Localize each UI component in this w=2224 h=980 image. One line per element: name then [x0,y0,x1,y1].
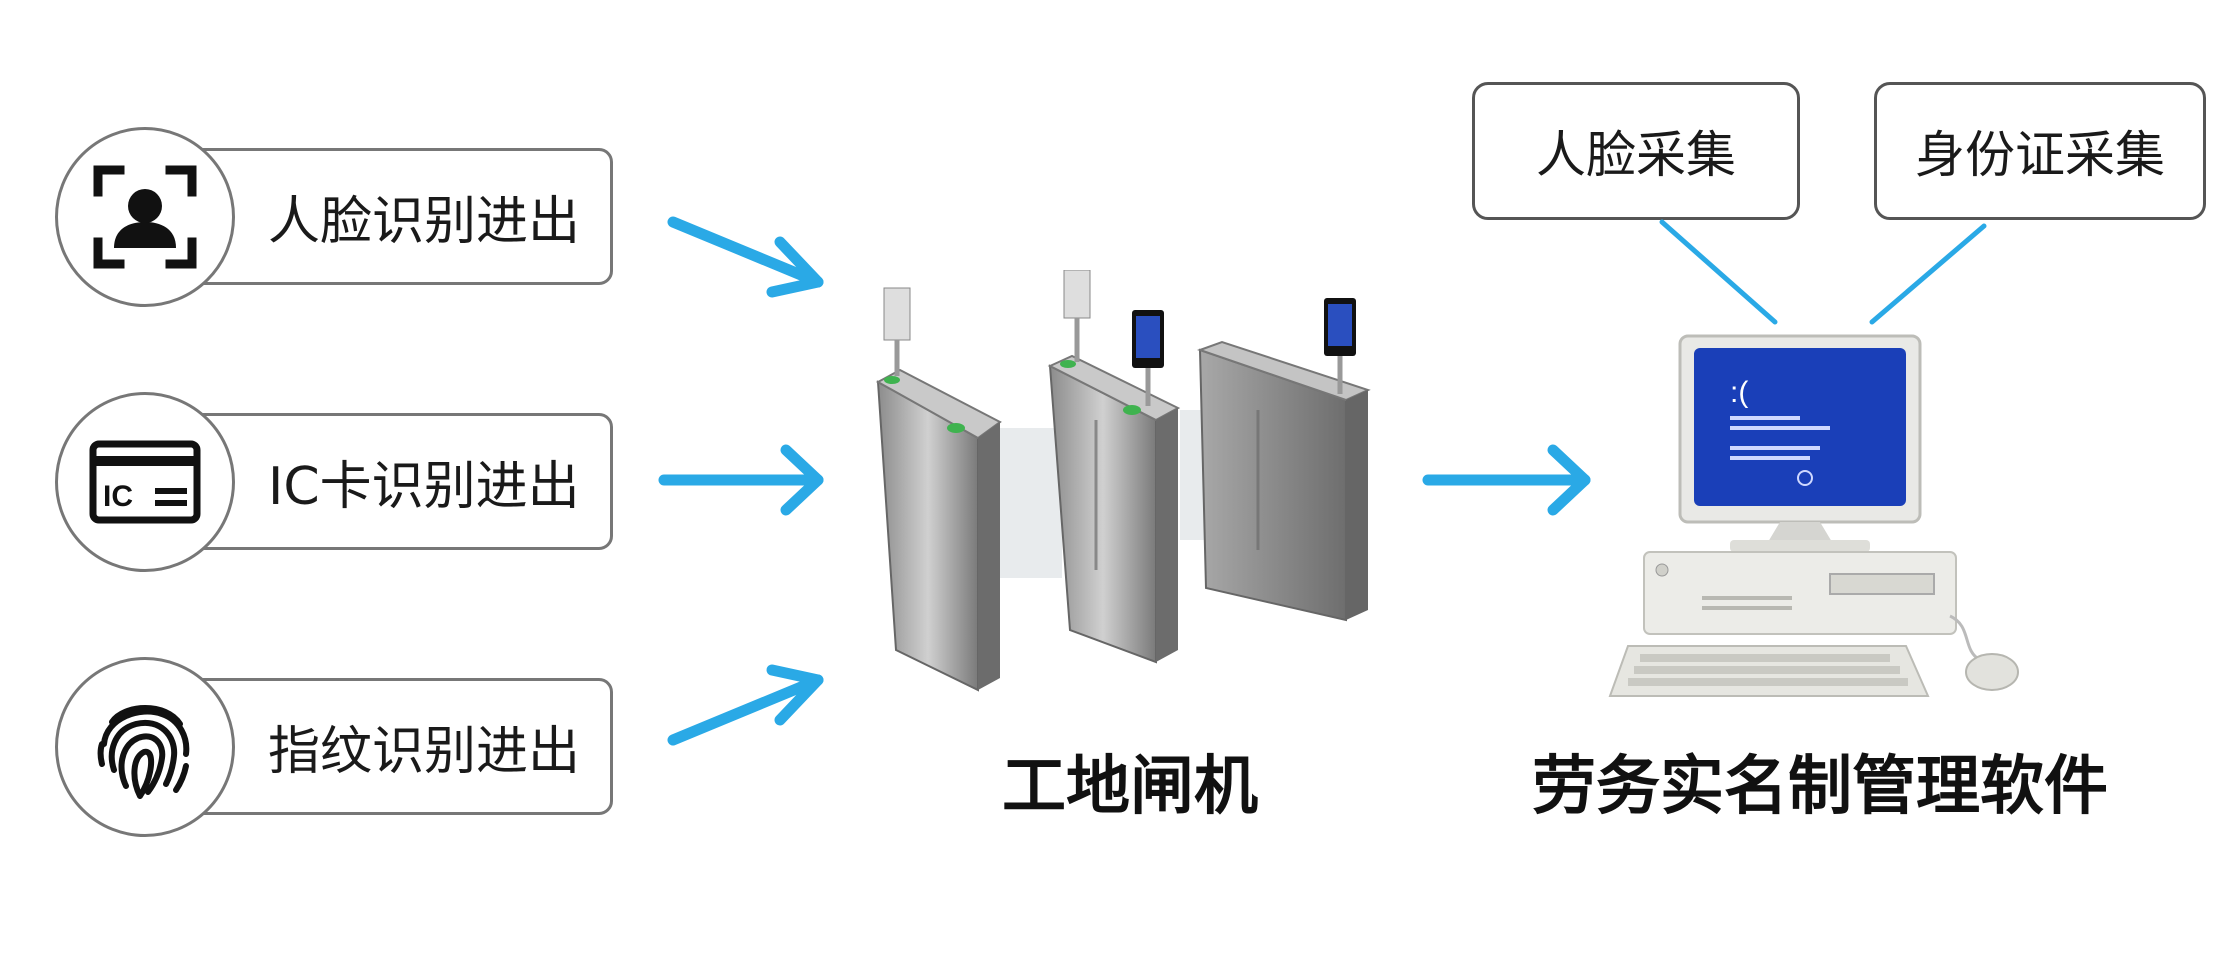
method-face-label: 人脸识别进出 [268,192,581,252]
software-caption: 劳务实名制管理软件 [1532,750,2108,824]
collect-idcard-box: 身份证采集 [1874,82,2206,220]
turnstile-gates-image [875,270,1371,692]
method-ic-label: IC卡识别进出 [268,457,580,517]
gate-caption: 工地闸机 [1002,750,1258,824]
arrow-face-to-gate [667,216,824,298]
face-scan-icon [55,127,235,307]
method-fingerprint-label: 指纹识别进出 [268,722,581,782]
connector-idcard-to-pc [1869,223,1987,325]
desktop-computer-image: :( [1608,334,2019,697]
arrow-ic-to-gate [658,444,824,516]
fingerprint-icon [55,657,235,837]
ic-card-icon: IC [55,392,235,572]
ic-card-text: IC [103,480,133,513]
connector-face-to-pc [1659,219,1778,325]
arrow-fingerprint-to-gate [667,664,824,746]
screen-sad-face: :( [1730,376,1748,409]
arrow-gate-to-software [1422,444,1591,516]
collect-face-box: 人脸采集 [1472,82,1800,220]
